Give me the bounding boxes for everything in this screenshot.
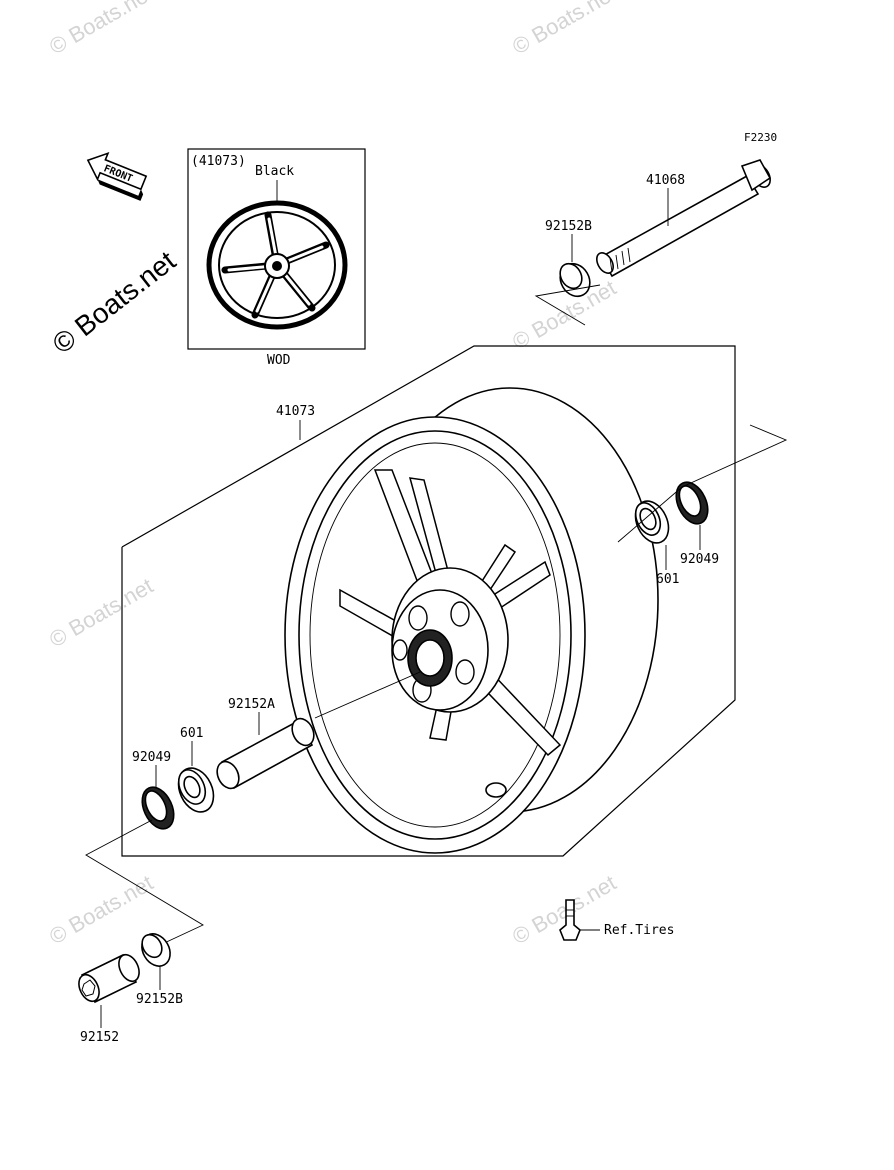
label-wheel: 41073 xyxy=(276,404,315,419)
inset-variant-label: WOD xyxy=(267,353,291,368)
label-collar-bottom: 92152B xyxy=(136,992,183,1007)
axle-part-41068: 41068 xyxy=(596,159,772,278)
collar-bottom-part: 92152B xyxy=(136,933,183,1007)
inset-color-label: Black xyxy=(255,164,294,179)
watermark-top-left: © Boats.net xyxy=(45,0,157,59)
diagram-code: F2230 xyxy=(744,131,777,144)
valve-part: Ref.Tires xyxy=(559,899,674,941)
label-valve-ref: Ref.Tires xyxy=(604,923,674,938)
left-leader-line xyxy=(85,819,204,946)
right-leader-line xyxy=(617,424,788,543)
wheel-assembly-box xyxy=(121,345,736,857)
inset-wheel-icon xyxy=(206,200,348,330)
bearing-left-part: 601 xyxy=(177,726,215,813)
watermark-low-left: © Boats.net xyxy=(45,870,157,949)
label-spacer: 92152A xyxy=(228,697,275,712)
main-wheel-part: 41073 xyxy=(276,387,659,854)
label-bearing-left: 601 xyxy=(180,726,203,741)
spacer-leader-line xyxy=(314,671,421,719)
watermark-top-right: © Boats.net xyxy=(508,0,620,59)
seal-left-part: 92049 xyxy=(132,750,175,830)
inset-variant-box: (41073) Black WOD xyxy=(187,148,366,368)
label-bearing-right: 601 xyxy=(656,572,679,587)
label-seal-right: 92049 xyxy=(680,552,719,567)
front-arrow-icon: FRONT xyxy=(86,151,148,201)
watermark-logo-large: © Boats.net xyxy=(47,245,182,360)
label-seal-left: 92049 xyxy=(132,750,171,765)
label-collar-sleeve: 92152 xyxy=(80,1030,119,1045)
collar-sleeve-part: 92152 xyxy=(78,953,140,1045)
inset-part-ref: (41073) xyxy=(191,154,246,169)
spacer-part: 92152A xyxy=(216,697,315,790)
label-collar-top: 92152B xyxy=(545,219,592,234)
collar-top-part: 92152B xyxy=(545,219,592,298)
label-axle: 41068 xyxy=(646,173,685,188)
watermark-mid-left: © Boats.net xyxy=(45,573,157,652)
axle-leader-line xyxy=(534,284,601,326)
